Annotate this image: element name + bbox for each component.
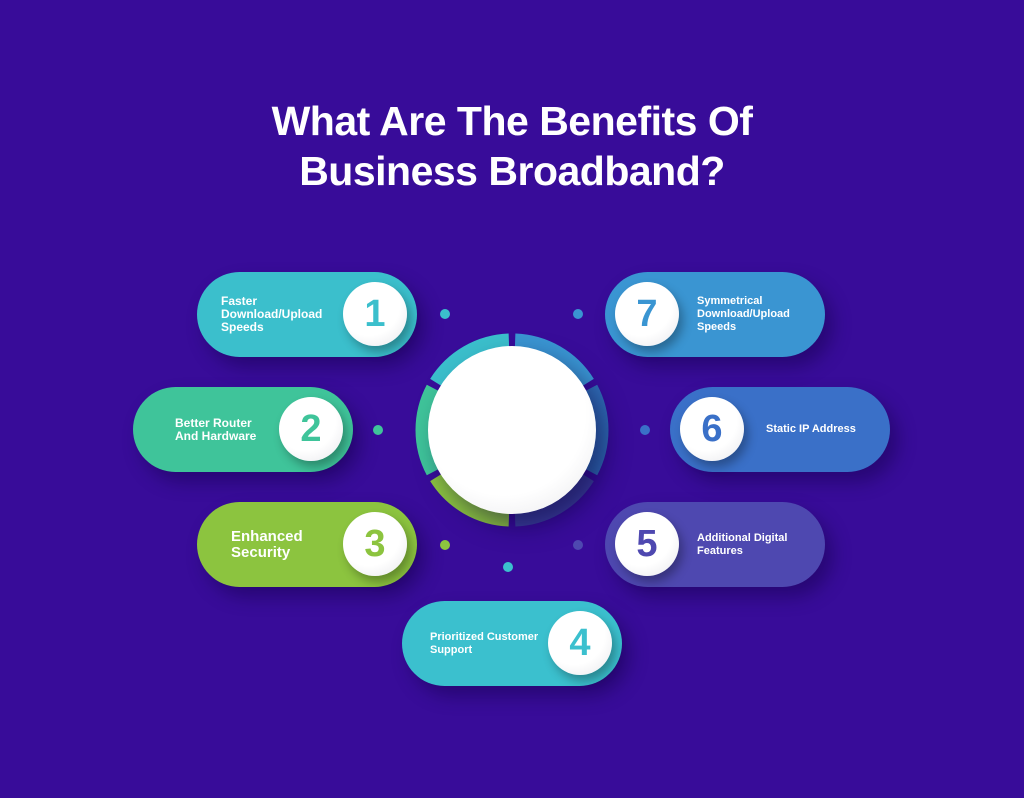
connector-dot	[440, 309, 450, 319]
title-line-2: Business Broadband?	[299, 148, 725, 194]
benefit-1: Faster Download/Upload Speeds 1	[197, 272, 417, 357]
connector-dot	[640, 425, 650, 435]
connector-dot	[573, 309, 583, 319]
connector-dot	[440, 540, 450, 550]
benefit-label: Faster Download/Upload Speeds	[221, 294, 323, 334]
benefit-7: Symmetrical Download/Upload Speeds 7	[605, 272, 825, 357]
title-line-1: What Are The Benefits Of	[271, 98, 753, 144]
benefit-number: 5	[615, 512, 679, 576]
benefit-label: Additional Digital Features	[697, 531, 788, 557]
center-circle	[428, 346, 596, 514]
ring-segment	[415, 384, 439, 476]
ring-segment	[585, 384, 609, 476]
benefit-number: 6	[680, 397, 744, 461]
benefit-label: Static IP Address	[766, 423, 856, 435]
benefit-label: Better Router And Hardware	[175, 415, 257, 443]
benefit-label: Enhanced Security	[231, 527, 303, 561]
connector-dot	[373, 425, 383, 435]
benefit-2: Better Router And Hardware 2	[133, 387, 353, 472]
ring-segment	[514, 474, 594, 527]
benefit-6: Static IP Address 6	[670, 387, 890, 472]
center-ring	[415, 333, 609, 527]
ring-segment	[430, 474, 510, 527]
connector-dot	[573, 540, 583, 550]
ring-segment	[430, 333, 510, 386]
benefit-number: 7	[615, 282, 679, 346]
connector-dot	[503, 562, 513, 572]
benefit-number: 4	[548, 611, 612, 675]
benefit-5: Additional Digital Features 5	[605, 502, 825, 587]
benefit-number: 1	[343, 282, 407, 346]
ring-segment	[514, 333, 594, 386]
benefit-number: 2	[279, 397, 343, 461]
benefit-4: Prioritized Customer Support 4	[402, 601, 622, 686]
benefit-3: Enhanced Security 3	[197, 502, 417, 587]
benefit-number: 3	[343, 512, 407, 576]
benefit-label: Symmetrical Download/Upload Speeds	[697, 295, 790, 333]
page-title: What Are The Benefits Of Business Broadb…	[0, 96, 1024, 196]
benefit-label: Prioritized Customer Support	[430, 630, 539, 656]
